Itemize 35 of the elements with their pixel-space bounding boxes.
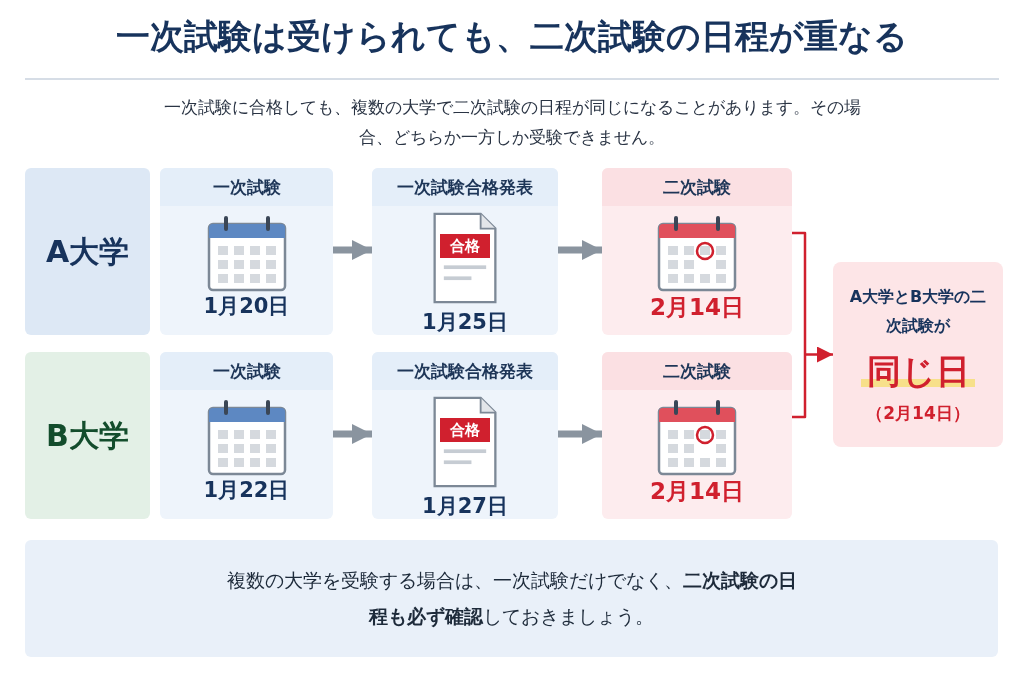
date-text: （2月14日）: [865, 402, 971, 425]
step-card: [372, 168, 558, 335]
card-heading: 一次試験: [160, 168, 333, 206]
stamp-label: 合格: [440, 418, 490, 442]
university-name: B大学: [45, 416, 130, 454]
card-heading: 一次試験合格発表: [372, 352, 558, 390]
note-text: 複数の大学を受験する場合は、一次試験だけでなく、二次試験の日程も必ず確認しておきましょう。: [225, 568, 798, 629]
result-box: [833, 262, 1003, 447]
step-card: [160, 352, 333, 519]
arrow: [333, 424, 372, 444]
step-card: [602, 168, 792, 335]
arrow: [333, 240, 372, 260]
card-heading: 一次試験合格発表: [372, 168, 558, 206]
date-text: 2月14日: [649, 293, 745, 322]
date-text: 1月20日: [202, 293, 291, 320]
university-name: A大学: [44, 232, 131, 270]
result-text: A大学とB大学の二次試験が: [848, 286, 988, 337]
row-header: [25, 352, 150, 519]
subtitle: 一次試験に合格しても、複数の大学で二次試験の日程が同じになることがあります。その場合、どちらか一方しか受験できません。: [162, 96, 862, 149]
date-text: 1月22日: [202, 477, 291, 504]
title: 一次試験は受けられても、二次試験の日程が重なる: [115, 15, 909, 58]
card-heading: 二次試験: [602, 168, 792, 206]
arrow: [558, 240, 602, 260]
date-text: 1月25日: [421, 309, 509, 336]
step-card: [372, 352, 558, 519]
arrow: [558, 424, 602, 444]
row-header: [25, 168, 150, 335]
card-heading: 二次試験: [602, 352, 792, 390]
step-card: [160, 168, 333, 335]
date-text: 1月27日: [421, 493, 509, 520]
card-heading: 一次試験: [160, 352, 333, 390]
stamp-label: 合格: [440, 234, 490, 258]
step-card: [602, 352, 792, 519]
date-text: 2月14日: [649, 477, 745, 506]
bracket-arrow: [790, 231, 835, 419]
